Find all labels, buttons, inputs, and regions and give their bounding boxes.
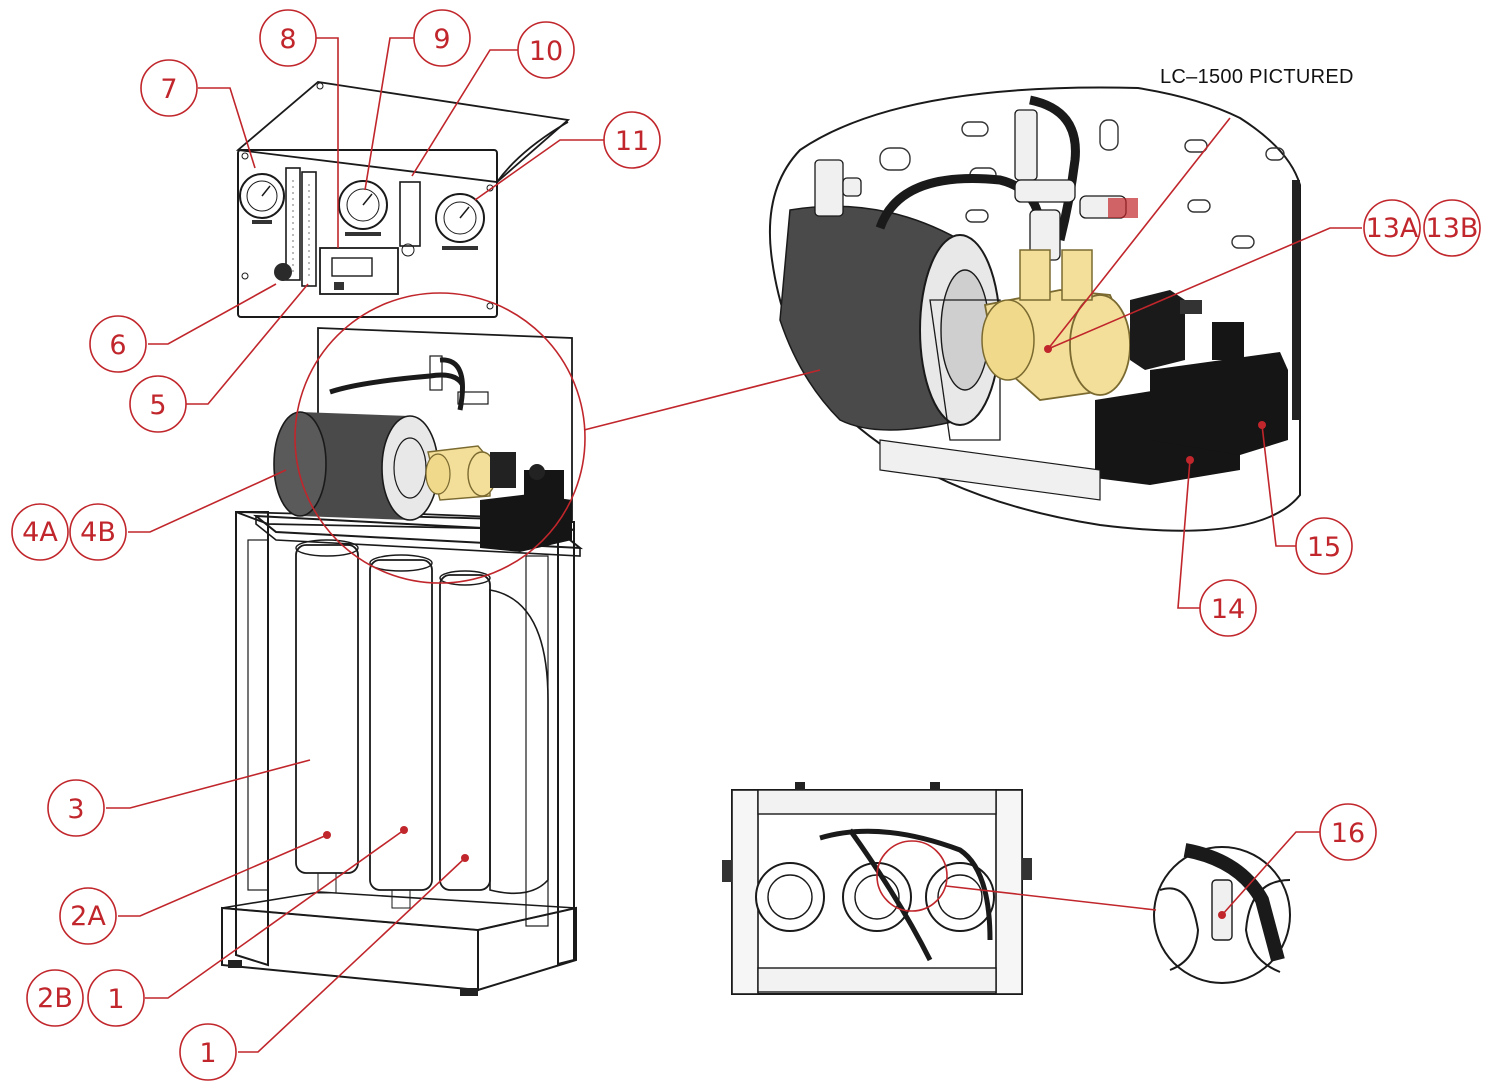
svg-text:14: 14 bbox=[1211, 594, 1245, 625]
callout-2B: 2B bbox=[26, 969, 84, 1027]
svg-text:3: 3 bbox=[67, 794, 84, 825]
pump-motor bbox=[273, 411, 439, 521]
callout-15: 15 bbox=[1295, 517, 1353, 575]
svg-text:9: 9 bbox=[433, 24, 450, 55]
callout-11: 11 bbox=[603, 111, 661, 169]
callout-7: 7 bbox=[140, 59, 198, 117]
callout-5: 5 bbox=[129, 375, 187, 433]
pressure-gauge-center bbox=[338, 180, 388, 236]
pressure-switch-boxes bbox=[480, 464, 572, 552]
tds-display bbox=[319, 247, 399, 295]
svg-text:8: 8 bbox=[279, 24, 296, 55]
svg-text:1: 1 bbox=[199, 1038, 216, 1069]
leader-lines bbox=[106, 37, 1362, 1053]
svg-text:15: 15 bbox=[1307, 532, 1341, 563]
svg-text:6: 6 bbox=[109, 330, 126, 361]
callout-4A: 4A bbox=[11, 503, 69, 561]
detail-circle-bottom bbox=[876, 840, 948, 912]
svg-text:10: 10 bbox=[529, 36, 563, 67]
pressure-gauge-right bbox=[435, 193, 485, 250]
svg-text:13B: 13B bbox=[1426, 213, 1479, 244]
callout-2A: 2A bbox=[59, 887, 117, 945]
callout-13B: 13B bbox=[1423, 199, 1481, 257]
callout-13A: 13A bbox=[1363, 199, 1421, 257]
callout-10: 10 bbox=[517, 21, 575, 79]
valve-knob bbox=[274, 263, 292, 281]
control-panel bbox=[235, 81, 571, 318]
callout-6: 6 bbox=[89, 315, 147, 373]
callout-3: 3 bbox=[47, 779, 105, 837]
svg-text:1: 1 bbox=[107, 984, 124, 1015]
svg-text:4B: 4B bbox=[80, 517, 116, 548]
callout-16: 16 bbox=[1319, 803, 1377, 861]
filter-housing-3 bbox=[439, 570, 491, 891]
callout-8: 8 bbox=[259, 9, 317, 67]
svg-text:16: 16 bbox=[1331, 818, 1365, 849]
svg-text:13A: 13A bbox=[1366, 213, 1419, 244]
svg-text:4A: 4A bbox=[22, 517, 58, 548]
membrane-housing bbox=[489, 589, 549, 895]
svg-text:5: 5 bbox=[149, 390, 166, 421]
filter-housing-1 bbox=[295, 539, 359, 894]
flowmeter-small bbox=[399, 181, 421, 247]
pictured-caption: LC–1500 PICTURED bbox=[1160, 66, 1354, 88]
bottom-view bbox=[722, 782, 1032, 995]
svg-text:2A: 2A bbox=[70, 901, 106, 932]
svg-text:11: 11 bbox=[615, 126, 649, 157]
svg-text:2B: 2B bbox=[37, 983, 73, 1014]
svg-text:7: 7 bbox=[160, 74, 177, 105]
pump-head bbox=[425, 445, 497, 501]
filter-housing-2 bbox=[369, 554, 433, 909]
detail-circle-main bbox=[294, 292, 586, 584]
flow-knob bbox=[401, 243, 415, 257]
callout-4B: 4B bbox=[69, 503, 127, 561]
callout-9: 9 bbox=[413, 9, 471, 67]
main-unit bbox=[221, 292, 586, 996]
detail-view-pump bbox=[769, 86, 1301, 532]
callout-1-a: 1 bbox=[87, 969, 145, 1027]
callout-14: 14 bbox=[1199, 579, 1257, 637]
flowmeters bbox=[285, 167, 317, 287]
pressure-gauge-left bbox=[239, 173, 285, 224]
solenoid-valve bbox=[490, 452, 516, 488]
callout-1-b: 1 bbox=[179, 1023, 237, 1081]
